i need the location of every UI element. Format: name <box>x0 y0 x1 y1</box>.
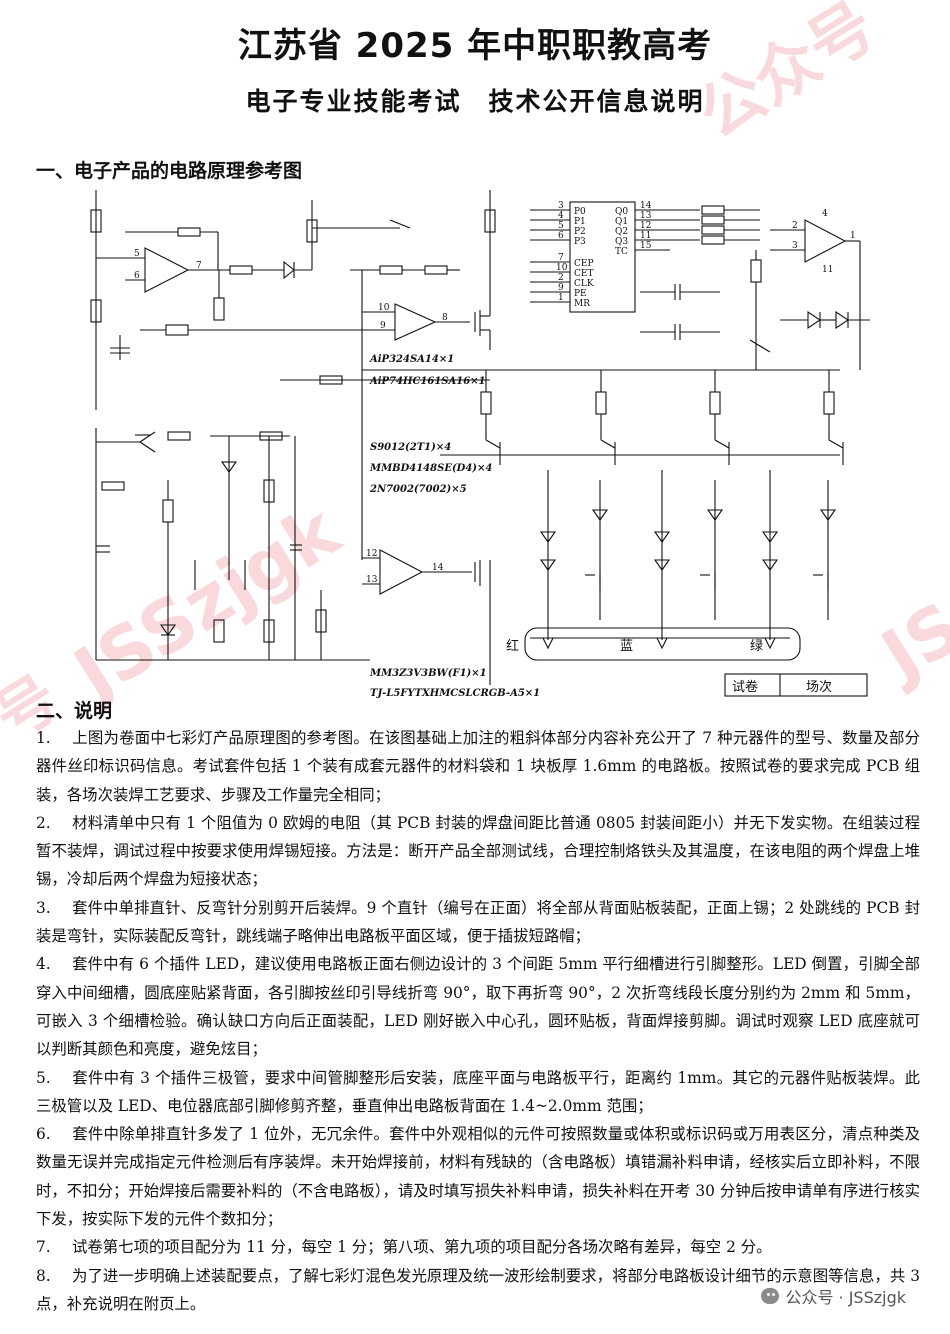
list-item: 5.套件中有 3 个插件三极管，要求中间管脚整形后安装，底座平面与电路板平行，距… <box>36 1064 920 1121</box>
item-text: 上图为卷面中七彩灯产品原理图的参考图。在该图基础上加注的粗斜体部分内容补充公开了… <box>36 729 920 804</box>
opamp-pin: 10 <box>378 303 390 313</box>
component-annotation: S9012(2T1)×4 <box>370 442 451 453</box>
opamp-pin: 7 <box>196 261 202 271</box>
component-annotation: MM3Z3V3BW(F1)×1 <box>369 668 487 679</box>
ic-pin-label: PE <box>574 289 587 299</box>
opamp-pin: 9 <box>380 321 386 331</box>
item-number: 7. <box>36 1238 51 1257</box>
opamp-pin: 1 <box>850 231 856 241</box>
box-label-session: 场次 <box>806 679 832 695</box>
list-item: 7. 试卷第七项的项目配分为 11 分，每空 1 分；第八项、第九项的项目配分各场… <box>36 1233 920 1261</box>
wechat-footer: 公众号 · JSSzjgk <box>761 1284 906 1308</box>
ic-pin-number: 7 <box>558 253 564 263</box>
ic-pin-number: 3 <box>558 201 564 211</box>
ic-pin-number: 10 <box>556 263 568 273</box>
item-text: 试卷第七项的项目配分为 11 分，每空 1 分；第八项、第九项的项目配分各场次略… <box>72 1238 772 1257</box>
opamp-pin: 4 <box>822 209 828 219</box>
led-label-red: 红 <box>506 638 519 654</box>
list-item: 1.上图为卷面中七彩灯产品原理图的参考图。在该图基础上加注的粗斜体部分内容补充公… <box>36 724 920 809</box>
opamp-pin: 6 <box>134 271 140 281</box>
item-text: 材料清单中只有 1 个阻值为 0 欧姆的电阻（其 PCB 封装的焊盘间距比普通 … <box>36 813 920 889</box>
ic-pin-label: CET <box>574 269 593 279</box>
item-number: 5. <box>36 1068 51 1087</box>
item-text: 套件中单排直针、反弯针分别剪开后装焊。9 个直针（编号在正面）将全部从背面贴板装… <box>36 898 920 946</box>
component-annotation: TJ-L5FYTXHMCSLCRGB-A5×1 <box>370 688 540 699</box>
led-label-green: 绿 <box>750 639 763 654</box>
opamp-pin: 11 <box>822 265 833 275</box>
item-number: 4. <box>36 955 51 974</box>
component-annotation: MMBD4148SE(D4)×4 <box>369 463 492 474</box>
ic-pin-label: P0 <box>574 207 586 217</box>
ic-pin-label: TC <box>615 247 628 257</box>
ic-pin-label: P3 <box>574 237 586 247</box>
ic-pin-number: 1 <box>558 293 564 303</box>
opamp-pin: 14 <box>432 563 444 573</box>
item-text: 为了进一步明确上述装配要点，了解七彩灯混色发光原理及统一波形绘制要求，将部分电路… <box>36 1266 920 1313</box>
list-item: 6.套件中除单排直针多发了 1 位外，无冗余件。套件中外观相似的元件可按照数量或… <box>36 1120 920 1233</box>
opamp-pin: 13 <box>366 575 378 585</box>
item-text: 套件中有 3 个插件三极管，要求中间管脚整形后安装，底座平面与电路板平行，距离约… <box>36 1068 920 1115</box>
ic-pin-label: CEP <box>574 259 594 269</box>
item-text: 套件中有 6 个插件 LED，建议使用电路板正面右侧边设计的 3 个间距 5mm… <box>36 955 920 1059</box>
box-label-paper: 试卷 <box>732 679 758 695</box>
ic-pin-label: P1 <box>574 217 586 227</box>
section2-heading: 二、说明 <box>36 700 113 722</box>
opamp-pin: 3 <box>792 241 798 251</box>
ic-pin-number: 12 <box>640 221 651 231</box>
ic-pin-label: MR <box>574 299 590 309</box>
opamp-pin: 5 <box>134 249 140 259</box>
ic-pin-number: 4 <box>558 211 564 221</box>
ic-pin-label: Q1 <box>615 217 628 227</box>
ic-pin-number: 13 <box>640 211 652 221</box>
component-annotation: AiP74HC161SA16×1 <box>369 376 486 387</box>
ic-pin-label: Q0 <box>615 207 628 217</box>
ic-pin-number: 5 <box>558 221 564 231</box>
list-item: 4.套件中有 6 个插件 LED，建议使用电路板正面右侧边设计的 3 个间距 5… <box>36 950 920 1063</box>
item-number: 1. <box>36 729 51 747</box>
page-subtitle: 电子专业技能考试 技术公开信息说明 <box>245 87 705 116</box>
page-title: 江苏省 2025 年中职职教高考 <box>237 26 713 66</box>
item-text: 套件中除单排直针多发了 1 位外，无冗余件。套件中外观相似的元件可按照数量或体积… <box>36 1125 920 1229</box>
ic-pin-number: 14 <box>640 201 652 211</box>
instructions-list: 1.上图为卷面中七彩灯产品原理图的参考图。在该图基础上加注的粗斜体部分内容补充公… <box>36 724 920 1318</box>
item-number: 8. <box>36 1266 51 1285</box>
item-number: 6. <box>36 1125 51 1144</box>
list-item: 2.材料清单中只有 1 个阻值为 0 欧姆的电阻（其 PCB 封装的焊盘间距比普… <box>36 809 920 894</box>
ic-pin-number: 9 <box>558 283 564 293</box>
opamp-pin: 2 <box>792 221 798 231</box>
opamp-pin: 12 <box>366 549 377 559</box>
ic-pin-label: CLK <box>574 279 594 289</box>
wechat-account: 公众号 · JSSzjgk <box>785 1288 906 1307</box>
item-number: 2. <box>36 813 51 832</box>
list-item: 8.为了进一步明确上述装配要点，了解七彩灯混色发光原理及统一波形绘制要求，将部分… <box>36 1262 920 1319</box>
component-annotation: 2N7002(7002)×5 <box>369 484 467 495</box>
ic-pin-number: 15 <box>640 241 652 251</box>
section1-heading: 一、电子产品的电路原理参考图 <box>36 160 303 182</box>
ic-pin-number: 6 <box>558 231 564 241</box>
led-label-blue: 蓝 <box>620 639 633 654</box>
ic-pin-label: Q3 <box>615 237 628 247</box>
ic-pin-number: 11 <box>640 231 651 241</box>
component-annotation: AiP324SA14×1 <box>369 354 454 365</box>
opamp-pin: 8 <box>442 313 448 323</box>
list-item: 3.套件中单排直针、反弯针分别剪开后装焊。9 个直针（编号在正面）将全部从背面贴… <box>36 894 920 951</box>
item-number: 3. <box>36 898 51 917</box>
ic-pin-number: 2 <box>558 273 564 283</box>
ic-pin-label: P2 <box>574 227 586 237</box>
circuit-schematic: P0 P1 P2 P3 CEP CET CLK PE MR Q0 Q1 Q2 Q… <box>90 190 870 699</box>
wechat-icon <box>761 1288 780 1304</box>
ic-pin-label: Q2 <box>615 227 628 237</box>
